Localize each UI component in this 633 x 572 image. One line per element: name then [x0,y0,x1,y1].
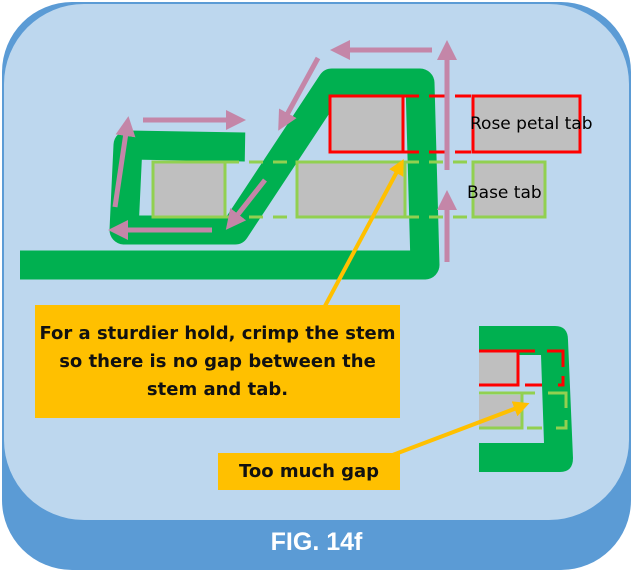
figure-title: FIG. 14f [270,528,363,556]
rose-petal-tab-label: Rose petal tab [470,114,593,134]
arrow-diag-top [278,56,321,131]
gap-inset [479,326,573,472]
base-tab-label: Base tab [467,183,542,203]
motion-arrows [108,40,457,262]
sturdier-hold-callout: For a sturdier hold, crimp the stem so t… [35,305,400,418]
wire-stem [20,68,440,280]
arrow-up-left [112,116,136,208]
rose-petal-tab [328,94,582,154]
pointer-arrow-main [323,158,404,307]
pointer-arrow-inset [389,401,530,458]
too-much-gap-callout: Too much gap [218,453,400,490]
arrow-diag-bottom [225,178,267,230]
